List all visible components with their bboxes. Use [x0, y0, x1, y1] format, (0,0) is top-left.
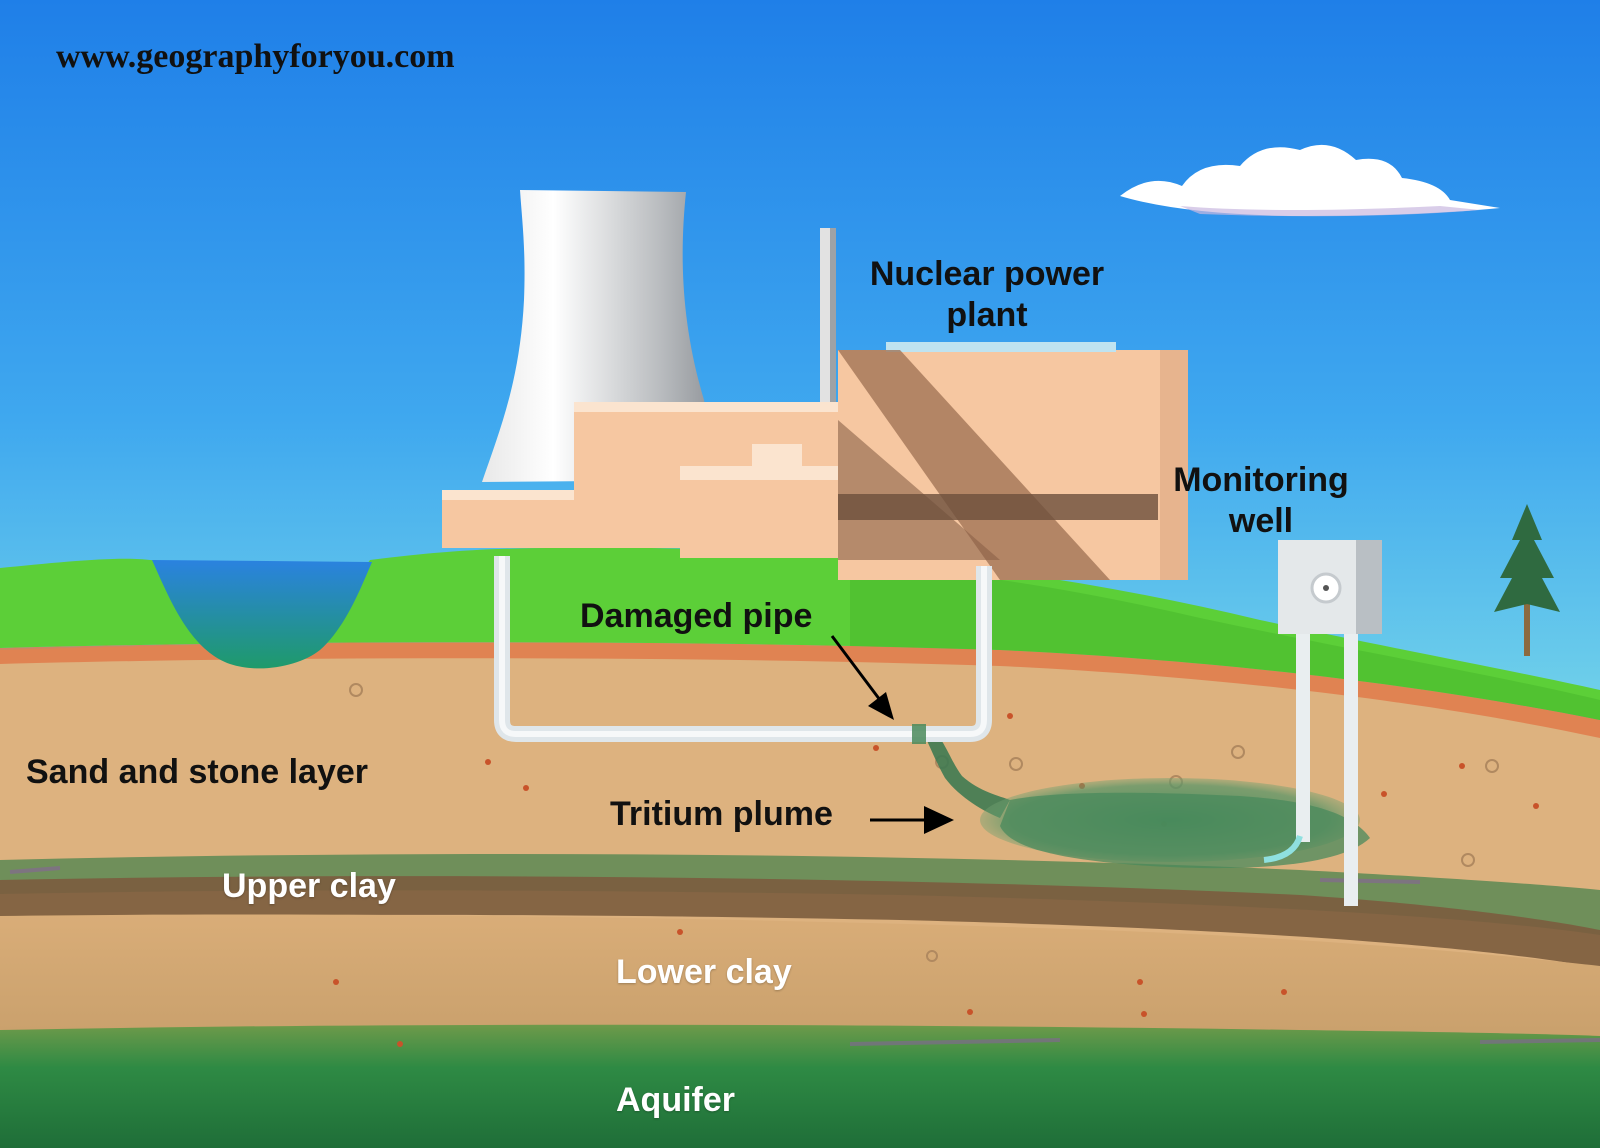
label-lower-clay: Lower clay — [616, 953, 792, 991]
pipe-break — [912, 724, 926, 744]
upper-clay-band — [0, 854, 1600, 935]
label-aquifer: Aquifer — [616, 1081, 735, 1119]
label-nuclear-power-plant: Nuclear power plant — [852, 254, 1122, 336]
clay-dark-band — [0, 876, 1600, 968]
plant-buildings — [442, 342, 1188, 580]
label-sand-stone-layer: Sand and stone layer — [26, 753, 368, 791]
label-monitoring-well-line1: Monitoring — [1173, 461, 1349, 499]
label-tritium-plume: Tritium plume — [610, 795, 833, 833]
tree — [1494, 504, 1560, 656]
tritium-plume — [922, 726, 1370, 869]
cloud — [1120, 144, 1500, 217]
sediment-streaks — [9, 866, 1600, 1046]
label-monitoring-well-line2: well — [1228, 501, 1294, 540]
grass-hill — [0, 547, 1600, 720]
tritium-plume-arrow — [870, 806, 954, 834]
monitoring-well — [1263, 540, 1382, 906]
damaged-pipe-arrow — [830, 635, 894, 720]
label-nuclear-power-plant-line1: Nuclear power — [869, 255, 1105, 293]
label-damaged-pipe: Damaged pipe — [580, 597, 813, 635]
label-nuclear-power-plant-line2: plant — [946, 295, 1028, 334]
label-monitoring-well: Monitoring well — [1158, 460, 1364, 542]
aquifer-layer — [0, 1024, 1600, 1148]
watermark-text: www.geographyforyou.com — [56, 38, 455, 75]
pond — [152, 560, 372, 669]
grass-shade — [850, 566, 1600, 720]
label-upper-clay: Upper clay — [222, 867, 396, 905]
lower-clay-layer — [0, 914, 1600, 1040]
soil-line — [0, 642, 1600, 738]
